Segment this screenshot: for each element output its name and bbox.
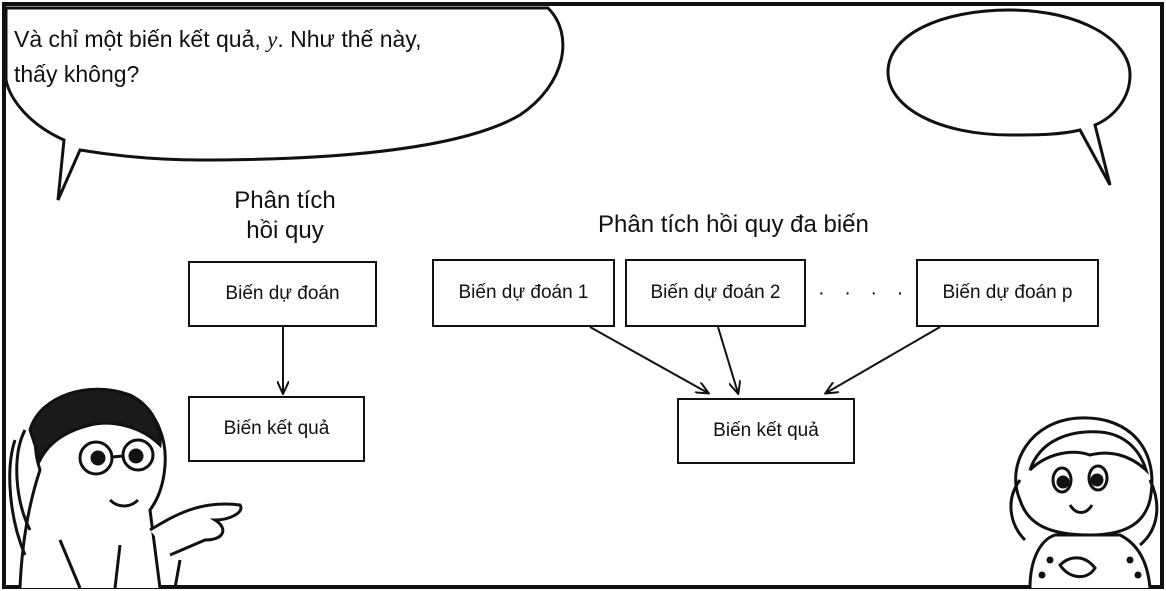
regression-title-line2: hồi quy	[246, 217, 324, 244]
speech-bubble-right	[886, 8, 1132, 186]
speech-line1-end: . Như thế này,	[277, 26, 422, 52]
speech-bubble-left	[4, 6, 565, 201]
speech-line1-start: Và chỉ một biến kết quả,	[14, 26, 268, 52]
outcome-label-right: Biến kết quả	[713, 420, 819, 441]
predictor1-label: Biến dự đoán 1	[458, 282, 589, 303]
predictorp-box: Biến dự đoán p	[916, 259, 1099, 327]
speech-bubble-text: Và chỉ một biến kết quả, y. Như thế này,…	[14, 22, 574, 91]
predictor1-box: Biến dự đoán 1	[432, 259, 615, 327]
character-girl	[1009, 416, 1159, 589]
predictorp-label: Biến dự đoán p	[942, 282, 1073, 303]
multiple-regression-title: Phân tích hồi quy đa biến	[598, 211, 869, 238]
predictor2-label: Biến dự đoán 2	[650, 282, 781, 303]
predictor-label: Biến dự đoán	[225, 283, 340, 304]
regression-title-line1: Phân tích	[234, 187, 336, 214]
predictor2-box: Biến dự đoán 2	[625, 259, 806, 327]
arrow-predictor1-to-outcome	[589, 326, 708, 393]
regression-title: Phân tích hồi quy	[200, 186, 370, 246]
arrow-predictor2-to-outcome	[717, 326, 738, 393]
speech-line2: thấy không?	[14, 61, 140, 87]
outcome-box-left: Biến kết quả	[188, 396, 365, 462]
outcome-box-right: Biến kết quả	[677, 398, 855, 464]
character-woman-with-glasses	[8, 387, 243, 589]
arrow-predictorp-to-outcome	[826, 326, 941, 393]
speech-variable-y: y	[267, 27, 278, 52]
outcome-label-left: Biến kết quả	[223, 418, 330, 439]
predictor-box: Biến dự đoán	[188, 261, 377, 327]
